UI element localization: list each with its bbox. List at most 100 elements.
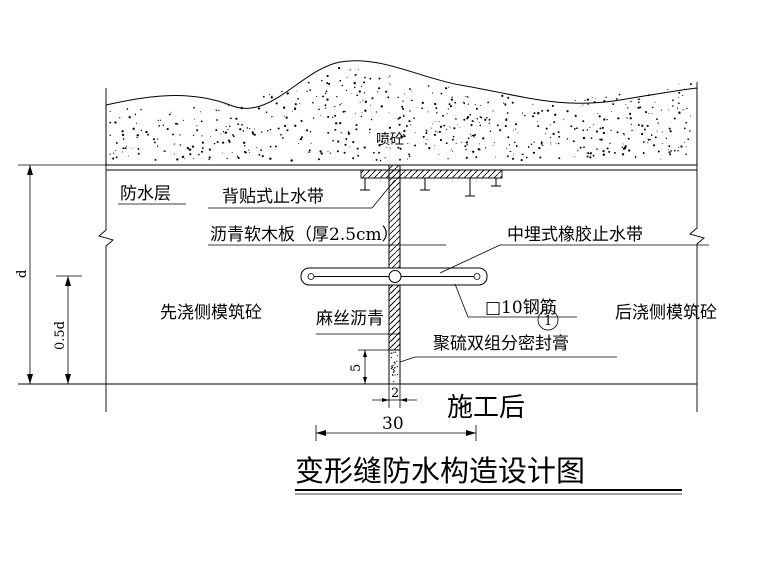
- shotcrete-dot: [201, 141, 205, 144]
- dim-d-text: d: [15, 270, 30, 278]
- shotcrete-dot: [626, 117, 628, 119]
- shotcrete-dot: [439, 125, 443, 128]
- shotcrete-dot: [136, 136, 138, 139]
- shotcrete-dot: [665, 137, 668, 140]
- shotcrete-dot: [332, 116, 334, 118]
- shotcrete-dot: [506, 155, 509, 158]
- shotcrete-dot: [551, 104, 554, 107]
- shotcrete-dot: [435, 130, 437, 132]
- shotcrete-dot: [554, 113, 557, 116]
- shotcrete-dot: [479, 116, 482, 118]
- sealant-dots: [390, 351, 399, 383]
- shotcrete-dot: [563, 119, 565, 121]
- shotcrete-dot: [549, 136, 552, 138]
- shotcrete-dot: [629, 117, 632, 120]
- shotcrete-dot: [451, 96, 453, 98]
- shotcrete-dot: [344, 143, 347, 146]
- shotcrete-dot: [510, 150, 512, 152]
- shotcrete-dot: [299, 137, 303, 141]
- shotcrete-dot: [475, 107, 478, 110]
- shotcrete-dot: [328, 82, 331, 85]
- shotcrete-dot: [257, 107, 261, 110]
- shotcrete-dot: [109, 153, 111, 155]
- shotcrete-dot: [586, 98, 590, 101]
- shotcrete-dot: [354, 73, 357, 76]
- shotcrete-dot: [580, 105, 582, 107]
- shotcrete-dot: [136, 134, 139, 137]
- shotcrete-dot: [385, 90, 388, 93]
- shotcrete-dot: [401, 107, 405, 110]
- shotcrete-dot: [442, 114, 444, 117]
- shotcrete-dot: [640, 132, 644, 136]
- shotcrete-dot: [163, 150, 165, 152]
- shotcrete-dot: [403, 115, 405, 118]
- shotcrete-dot: [309, 130, 312, 133]
- shotcrete-dot: [488, 122, 491, 124]
- shotcrete-dot: [494, 142, 496, 143]
- shotcrete-dot: [378, 77, 381, 80]
- shotcrete-dot: [397, 96, 399, 99]
- shotcrete-dot: [401, 105, 404, 108]
- shotcrete-dot: [357, 69, 359, 71]
- shotcrete-dot: [511, 101, 514, 104]
- shotcrete-dot: [122, 138, 125, 140]
- shotcrete-dot: [389, 84, 391, 86]
- sealant-dot: [391, 365, 393, 367]
- shotcrete-dot: [362, 99, 364, 101]
- shotcrete-dot: [115, 156, 118, 159]
- shotcrete-dot: [255, 147, 257, 149]
- shotcrete-dot: [249, 152, 251, 154]
- shotcrete-dot: [243, 144, 246, 147]
- shotcrete-dot: [471, 134, 473, 137]
- shotcrete-dot: [408, 155, 411, 158]
- shotcrete-dot: [577, 150, 579, 152]
- shotcrete-dot: [241, 124, 243, 126]
- shotcrete-dot: [371, 97, 374, 100]
- shotcrete-dot: [224, 131, 227, 134]
- shotcrete-dot: [672, 105, 674, 107]
- shotcrete-dot: [449, 105, 452, 108]
- shotcrete-dot: [623, 134, 625, 136]
- shotcrete-dot: [422, 135, 425, 138]
- shotcrete-dot: [445, 142, 448, 145]
- shotcrete-dot: [537, 121, 539, 123]
- shotcrete-dot: [685, 153, 687, 155]
- shotcrete-dot: [467, 137, 470, 140]
- shotcrete-dot: [126, 108, 129, 110]
- shotcrete-dot: [290, 159, 293, 162]
- shotcrete-dot: [187, 147, 190, 150]
- shotcrete-dot: [286, 92, 289, 95]
- shotcrete-dot: [405, 125, 408, 127]
- shotcrete-dot: [318, 158, 320, 161]
- shotcrete-dot: [586, 155, 589, 158]
- shotcrete-dot: [538, 146, 541, 150]
- shotcrete-dot: [145, 130, 148, 134]
- shotcrete-dot: [630, 100, 632, 103]
- shotcrete-dot: [448, 103, 451, 106]
- shotcrete-dot: [421, 107, 423, 110]
- shotcrete-dot: [682, 109, 684, 111]
- shotcrete-dot: [345, 89, 348, 92]
- shotcrete-dot: [463, 118, 466, 121]
- shotcrete-dot: [282, 137, 284, 139]
- shotcrete-dot: [265, 111, 268, 114]
- shotcrete-dot: [546, 109, 549, 112]
- shotcrete-dot: [262, 95, 265, 98]
- shotcrete-dot: [570, 125, 573, 128]
- shotcrete-dot: [121, 130, 124, 133]
- shotcrete-dot: [549, 124, 551, 126]
- shotcrete-dot: [654, 101, 656, 103]
- shotcrete-dot: [678, 97, 679, 99]
- shotcrete-dot: [410, 124, 412, 126]
- shotcrete-dot: [140, 129, 143, 132]
- shotcrete-dot: [340, 132, 342, 134]
- subtitle: 施工后: [447, 393, 525, 423]
- shotcrete-dot: [196, 125, 198, 127]
- dim-2-arrow-left: [382, 398, 389, 402]
- shotcrete-dot: [356, 94, 359, 97]
- shotcrete-dot: [504, 125, 507, 128]
- shotcrete-dot: [309, 89, 311, 91]
- shotcrete-dot: [478, 143, 480, 145]
- shotcrete-dot: [690, 115, 692, 117]
